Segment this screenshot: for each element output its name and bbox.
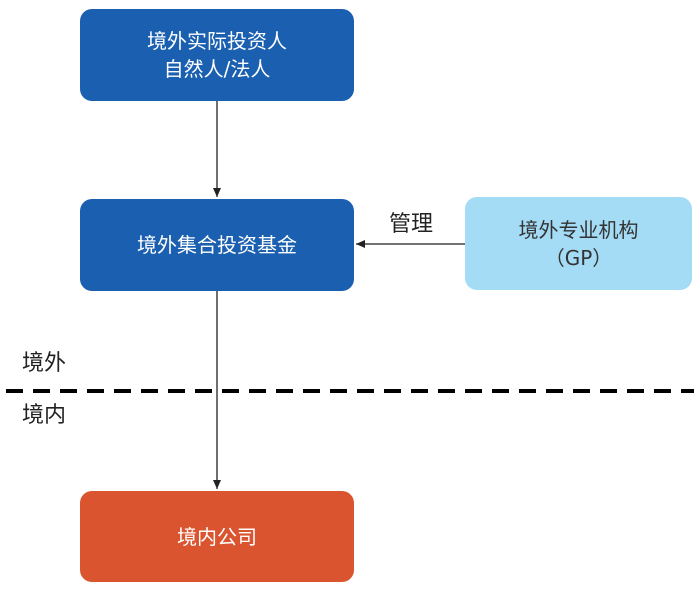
- node-onshore-company: 境内公司: [80, 491, 354, 582]
- node-gp-line1: 境外专业机构: [518, 217, 639, 242]
- edge-label-manage: 管理: [389, 212, 434, 237]
- boundary-label-onshore: 境内: [22, 403, 67, 428]
- node-offshore-fund: 境外集合投资基金: [80, 199, 354, 291]
- node-offshore-investor-line1: 境外实际投资人: [147, 29, 287, 53]
- node-gp: 境外专业机构 （GP）: [465, 197, 692, 290]
- node-gp-line2: （GP）: [544, 245, 613, 270]
- node-offshore-investor-line2: 自然人/法人: [163, 57, 271, 81]
- boundary-label-offshore: 境外: [22, 351, 67, 376]
- node-offshore-fund-label: 境外集合投资基金: [137, 233, 297, 257]
- node-offshore-investor: 境外实际投资人 自然人/法人: [80, 9, 354, 101]
- node-onshore-company-label: 境内公司: [177, 524, 257, 549]
